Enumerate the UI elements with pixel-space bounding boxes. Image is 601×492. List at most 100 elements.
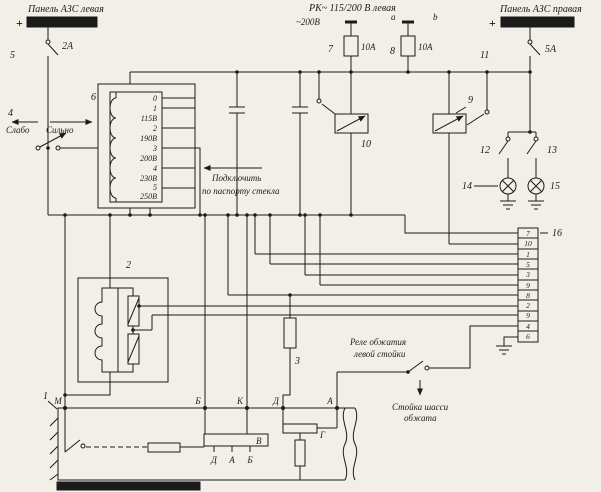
left-panel-busbar — [26, 16, 98, 28]
panel-switch — [80, 443, 86, 449]
relay-10-contact — [316, 98, 322, 104]
tap-1: 1 — [153, 104, 157, 113]
panel-resistor-g — [282, 423, 318, 434]
right-panel-plus: + — [489, 16, 496, 30]
terminal-d: Д — [272, 396, 280, 406]
panel-block-v — [203, 433, 269, 447]
breaker-11-num: 11 — [480, 50, 489, 61]
strut-relay-switch — [424, 365, 430, 371]
panel-1-num: 1 — [43, 391, 48, 402]
lamp-15-num: 15 — [550, 181, 560, 192]
rk-voltage: ~200В — [296, 17, 320, 27]
fuse-8-rating: 10А — [418, 42, 433, 52]
fuse-7 — [343, 35, 359, 57]
tap-3: 3 — [152, 144, 157, 153]
left-panel-title: Панель АЗС левая — [27, 4, 104, 15]
sub-label-b: Б — [246, 455, 253, 465]
pin-9: 9 — [526, 281, 530, 290]
switch-13-num: 13 — [547, 145, 557, 156]
breaker-5-num: 5 — [10, 50, 15, 61]
strut-state-line1: Стойка шасси — [392, 402, 449, 412]
relay-10-arrow — [336, 115, 366, 132]
note-line2: по паспорту стекла — [202, 186, 280, 196]
pin-6: 6 — [526, 332, 530, 341]
fuse-8-num: 8 — [390, 46, 395, 57]
strut-relay-caption2: левой стойки — [353, 349, 406, 359]
lamp-15-cross — [529, 179, 543, 193]
tap-5: 5 — [153, 183, 157, 192]
junction-dots — [46, 70, 532, 410]
terminal-k: К — [236, 396, 244, 406]
labels: Панель АЗС левая + 5 2А РК~ 115/200 В ле… — [6, 3, 582, 465]
panel-resistor-a — [147, 442, 181, 453]
switch-13 — [533, 136, 539, 142]
left-panel-plus: + — [16, 16, 23, 30]
lamp-14-cross — [501, 179, 515, 193]
pin-1: 1 — [526, 250, 530, 259]
relay-10-num: 10 — [361, 139, 371, 150]
weak-label: Слабо — [6, 125, 30, 135]
lamp-14-num: 14 — [462, 181, 472, 192]
breaker-switch-5 — [45, 39, 51, 45]
intensity-rheostat-4 — [35, 145, 41, 151]
tap-4: 4 — [153, 164, 157, 173]
tap-2: 2 — [153, 124, 157, 133]
rk-title: РК~ 115/200 В левая — [308, 3, 396, 14]
breaker-11-rating: 5А — [545, 44, 557, 55]
tap-200: 200В — [140, 154, 157, 163]
terminal-b: Б — [194, 396, 201, 406]
control-4-num: 4 — [8, 108, 13, 119]
pin-5: 5 — [526, 260, 530, 269]
sub-label-d: Д — [210, 455, 218, 465]
switch-12 — [505, 136, 511, 142]
connector-16-num: 16 — [552, 228, 562, 239]
pin-10: 10 — [524, 239, 532, 248]
tap-115: 115В — [141, 114, 157, 123]
fuse-7-rating: 10А — [361, 42, 376, 52]
tap-230: 230В — [140, 174, 157, 183]
tap-0: 0 — [153, 94, 157, 103]
pin-8: 8 — [526, 291, 530, 300]
relay-9-arrow — [434, 115, 464, 132]
resistor-3 — [283, 317, 297, 349]
switch-12-num: 12 — [480, 145, 490, 156]
pin-9b: 9 — [526, 311, 530, 320]
pin-2: 2 — [526, 301, 530, 310]
note-line1: Подключить — [211, 173, 261, 183]
breaker-switch-11 — [527, 39, 533, 45]
rk-phase-b: b — [433, 12, 438, 22]
transformer-6-case — [97, 83, 196, 209]
strut-relay-caption1: Реле обжатия — [349, 337, 406, 347]
terminal-m: М — [53, 396, 62, 406]
strut-state-line2: обжата — [404, 413, 437, 423]
strong-label: Сильно — [46, 125, 74, 135]
right-panel-title: Панель АЗС правая — [499, 4, 582, 15]
pin-3: 3 — [525, 270, 530, 279]
right-panel-busbar — [500, 16, 575, 28]
glass-heater-element — [94, 287, 119, 373]
torn-edge-2 — [352, 407, 358, 481]
fuse-7-num: 7 — [328, 44, 334, 55]
terminal-a: А — [326, 396, 333, 406]
wiring — [11, 20, 548, 480]
bottom-busbar — [56, 481, 201, 491]
relay-9-contact — [484, 109, 490, 115]
breaker-5-rating: 2А — [62, 41, 74, 52]
fuse-8 — [400, 35, 416, 57]
label-g: Г — [319, 430, 326, 440]
switch-contacts — [35, 39, 539, 449]
resistor-3-num: 3 — [294, 356, 300, 367]
pin-4: 4 — [526, 322, 530, 331]
heater-2-num: 2 — [126, 260, 131, 271]
panel-resistor-vertical — [294, 439, 306, 467]
panel-hatching — [49, 417, 59, 481]
sub-label-a: А — [228, 455, 235, 465]
transformer-6-winding-box — [109, 91, 163, 203]
tap-190: 190В — [140, 134, 157, 143]
rk-phase-a: a — [391, 12, 396, 22]
relay-9-num: 9 — [468, 95, 473, 106]
connector-16-dividers — [518, 237, 538, 332]
tap-250: 250В — [140, 192, 157, 201]
